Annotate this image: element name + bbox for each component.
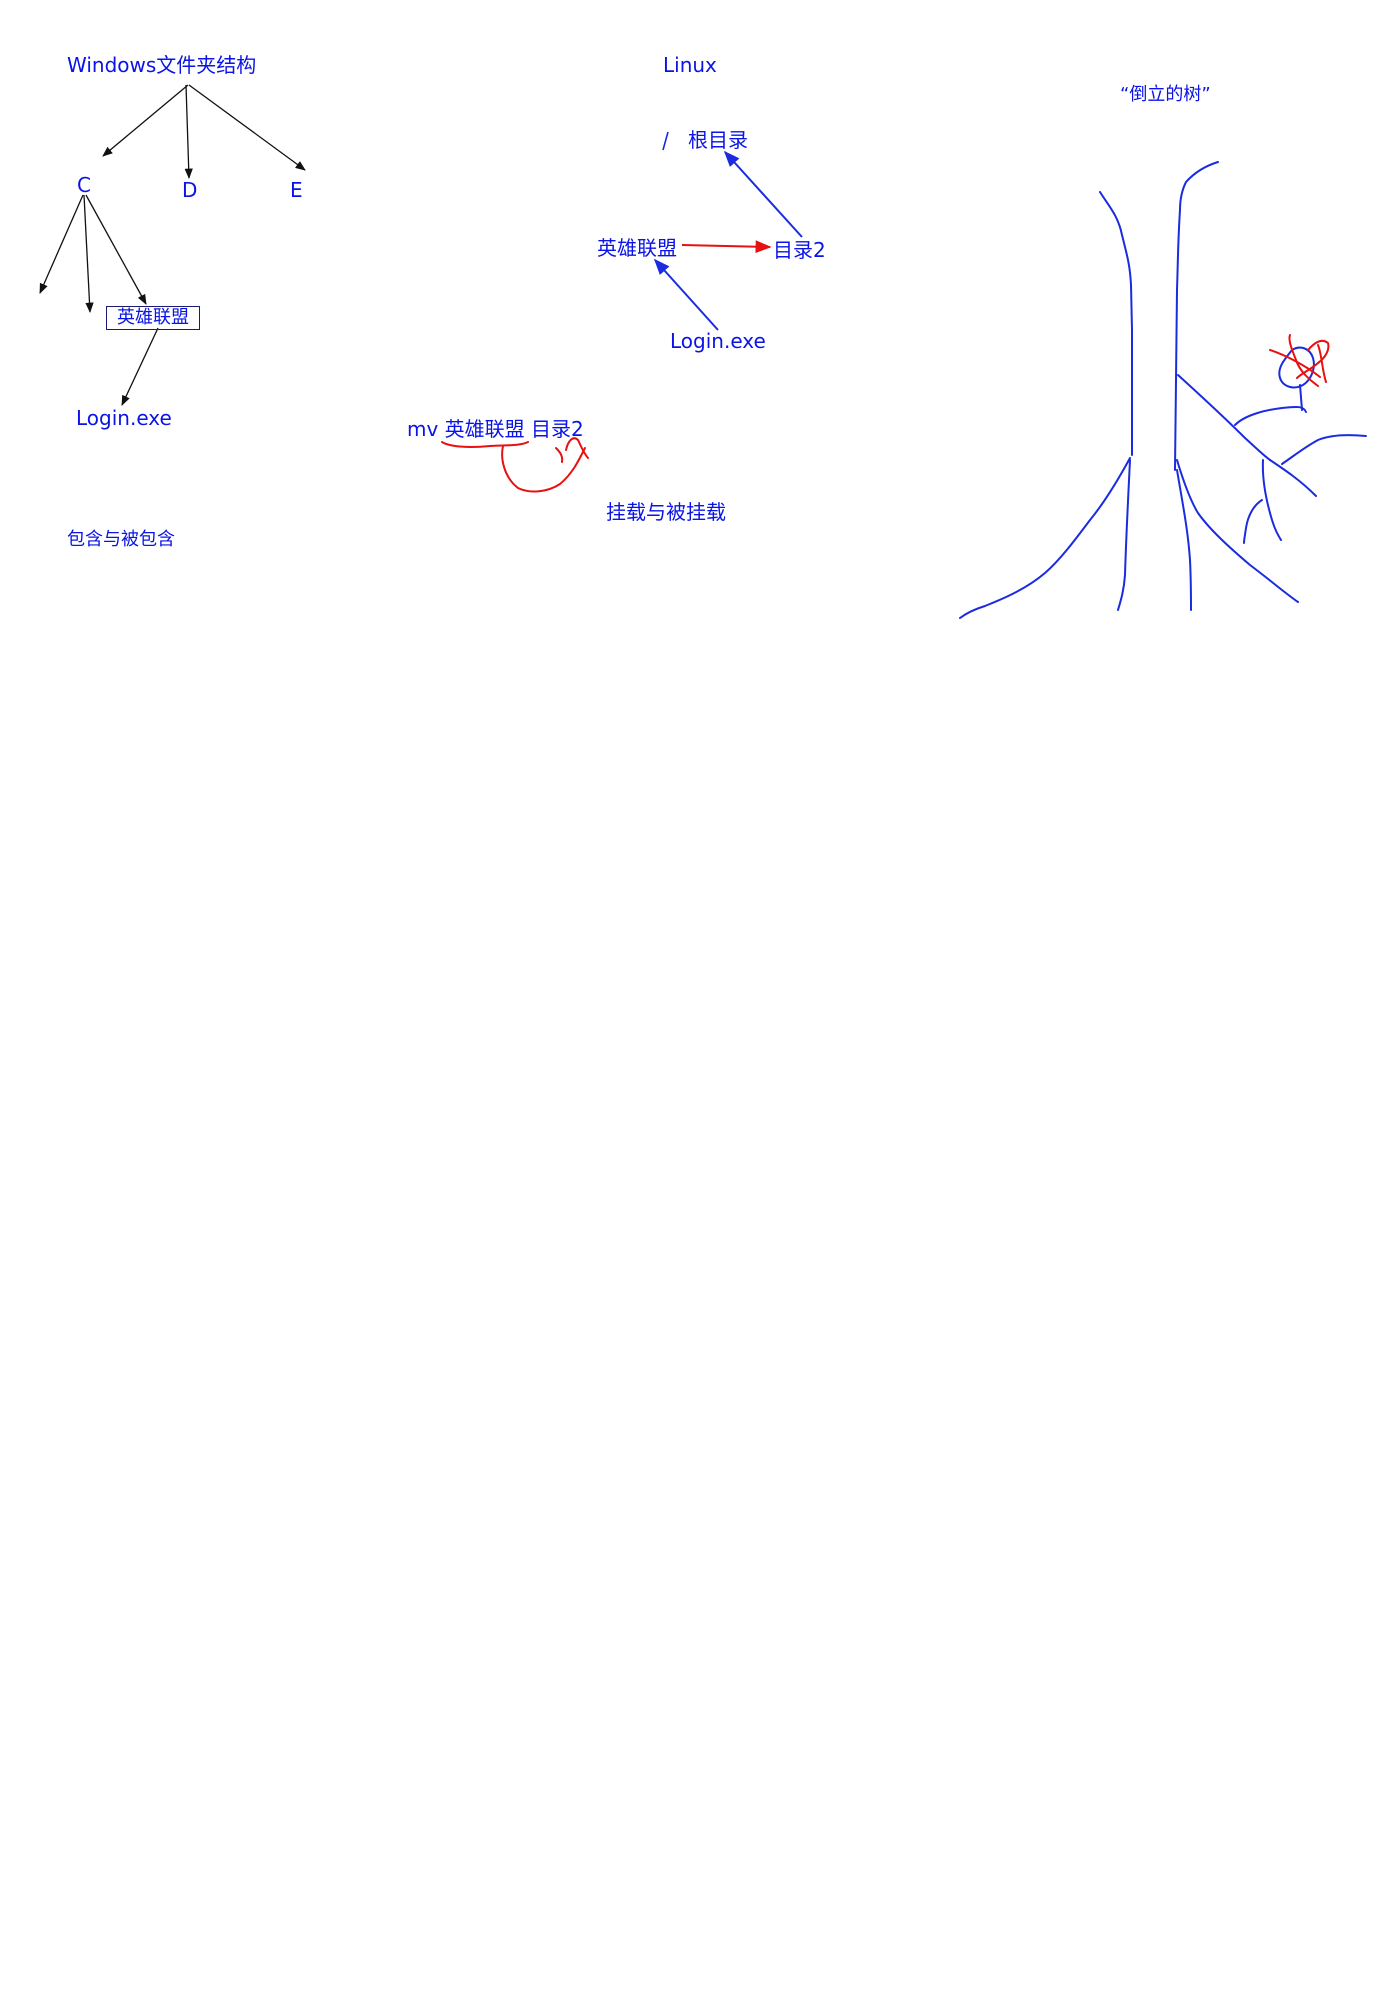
root-slash: / — [661, 130, 668, 150]
folder-league-box: 英雄联盟 — [106, 306, 200, 330]
trunk-right-top — [1174, 161, 1219, 471]
branch-upper-right — [1281, 434, 1367, 465]
arrowhead-mark — [565, 437, 589, 459]
arrow-folder-to-file — [121, 327, 159, 406]
windows-tree-arrows — [39, 84, 306, 406]
drive-c-label: C — [77, 173, 91, 197]
trunk-left-bottom — [1117, 459, 1131, 611]
root-right — [1176, 459, 1299, 603]
branch-curly-upper — [1234, 405, 1307, 426]
tree-caption: “倒立的树” — [1120, 84, 1211, 105]
arrow-login-to-folder — [653, 258, 719, 331]
linux-target-dir: 目录2 — [773, 238, 826, 262]
mv-command: mv 英雄联盟 目录2 — [407, 417, 584, 441]
underline-folder — [441, 441, 529, 448]
root-left — [959, 457, 1131, 619]
drive-e-label: E — [290, 178, 303, 202]
arrow-root-to-e — [188, 84, 306, 171]
branch-right-long — [1269, 459, 1317, 497]
drive-d-label: D — [182, 178, 198, 202]
file-login-exe: Login.exe — [76, 406, 172, 430]
arrow-root-to-c — [102, 84, 189, 157]
linux-title: Linux — [663, 53, 717, 77]
slash-stroke — [662, 131, 669, 151]
linux-folder-league: 英雄联盟 — [597, 236, 677, 260]
branch-down-right — [1261, 459, 1282, 541]
upside-down-tree-drawing — [959, 161, 1367, 619]
arrow-c-to-middle — [83, 194, 94, 314]
arrow-c-to-left — [39, 194, 84, 294]
arrow-folder-to-dir2 — [681, 240, 772, 254]
linux-note: 挂载与被挂载 — [606, 500, 726, 524]
trunk-right-bottom — [1176, 469, 1192, 611]
fruit-blue-cluster — [1278, 346, 1315, 389]
windows-note: 包含与被包含 — [67, 529, 175, 550]
arrow-root-to-d — [184, 84, 193, 180]
root-label: 根目录 — [688, 128, 748, 152]
underline-hook — [501, 445, 586, 493]
windows-title: Windows文件夹结构 — [67, 53, 257, 77]
red-scribble-fruit — [1269, 334, 1330, 387]
linux-tree-arrows — [653, 131, 803, 331]
linux-file-login-exe: Login.exe — [670, 329, 766, 353]
tail-mark — [555, 447, 564, 463]
trunk-left-top — [1099, 191, 1133, 456]
branch-small-left — [1243, 499, 1263, 544]
arrow-dir2-to-root — [723, 150, 803, 238]
branch-diagonal — [1177, 374, 1271, 461]
mv-command-annotation — [441, 437, 589, 493]
arrow-c-to-folder — [85, 194, 147, 305]
fruit-blue-stem — [1299, 384, 1303, 411]
